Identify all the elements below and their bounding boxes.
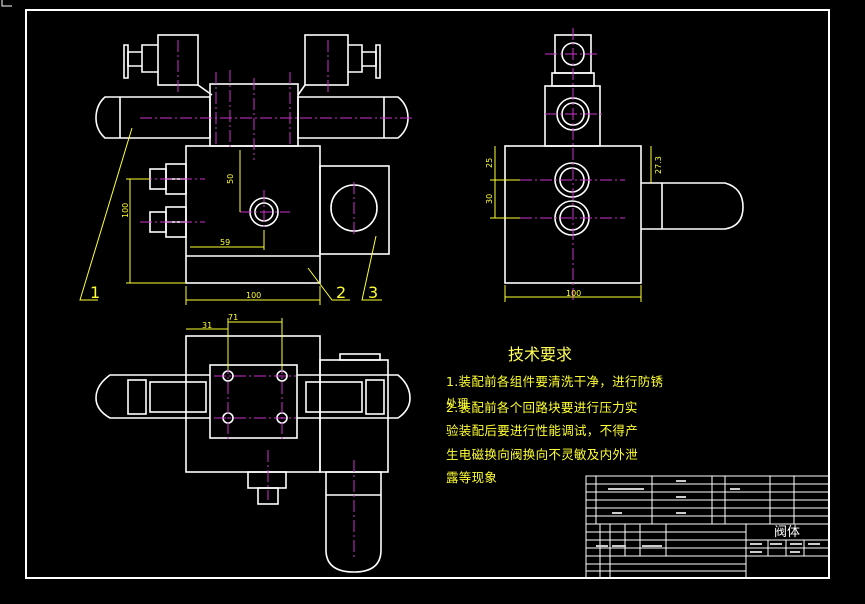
dim-31: 31 <box>202 321 212 330</box>
dim-100-vertical: 100 <box>121 203 130 218</box>
title-block-small-text <box>596 480 820 553</box>
balloon-3: 3 <box>368 283 378 302</box>
tech-req-line-6: 露等现象 <box>446 470 498 485</box>
dim-30: 30 <box>485 194 494 204</box>
tech-req-line-3: 2.装配前各个回路块要进行压力实 <box>446 400 638 415</box>
title-block-part-name: 阀体 <box>774 525 800 540</box>
front-view-centerlines <box>140 40 412 236</box>
front-view-dimensions <box>79 127 382 305</box>
dim-100-side: 100 <box>566 289 581 298</box>
dim-59: 59 <box>220 238 230 247</box>
dim-71: 71 <box>228 313 238 322</box>
tech-req-line-5: 生电磁换向阀换向不灵敏及内外泄 <box>446 447 639 462</box>
dim-27-3: 27.3 <box>654 156 663 174</box>
dim-25: 25 <box>485 158 494 168</box>
dim-100-horizontal: 100 <box>246 291 261 300</box>
title-block <box>585 475 830 579</box>
balloon-1: 1 <box>90 283 100 302</box>
top-view-centerlines <box>214 362 355 560</box>
tech-req-line-4: 验装配后要进行性能调试，不得产 <box>446 423 639 438</box>
top-view <box>95 335 411 573</box>
side-view <box>504 34 744 284</box>
balloon-2: 2 <box>336 283 346 302</box>
drawing-border <box>25 9 830 579</box>
technical-requirements-title: 技术要求 <box>508 345 573 364</box>
tech-req-line-1: 1.装配前各组件要清洗干净，进行防锈 <box>446 374 664 389</box>
ucs-icon <box>1 0 12 7</box>
tech-req-line-2: 处理 <box>446 397 469 410</box>
front-view <box>95 34 409 284</box>
top-view-dimensions <box>186 318 283 370</box>
side-view-dimensions <box>490 146 652 302</box>
dim-50: 50 <box>226 174 235 184</box>
side-view-centerlines <box>520 28 625 300</box>
